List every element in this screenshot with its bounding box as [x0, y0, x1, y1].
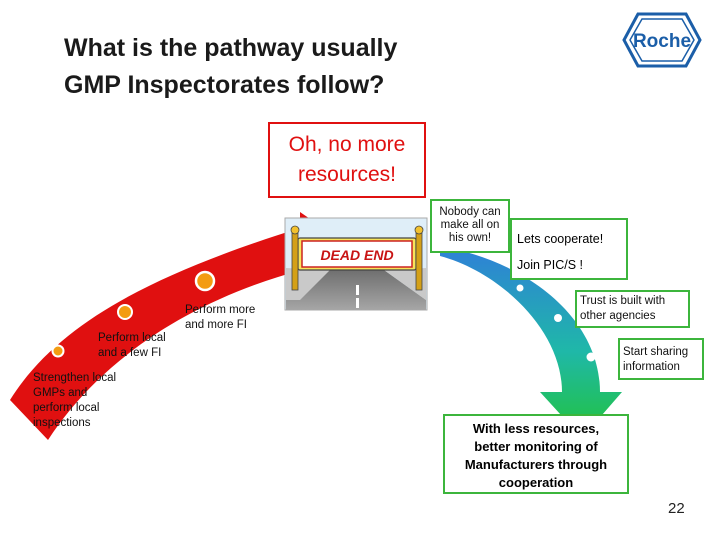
path-dot [554, 314, 562, 322]
milestone-dot [51, 344, 65, 358]
title-line-2: GMP Inspectorates follow? [64, 71, 385, 99]
step-perform-local-line: Perform local [98, 332, 166, 344]
step-strengthen-line: Strengthen local [33, 372, 117, 384]
step-perform-local-line: and a few FI [98, 347, 162, 359]
step-perform-more-line: Perform more [185, 304, 256, 316]
nobody-can-box: Nobody can make all on his own! [430, 199, 510, 253]
red-path-arrow [10, 212, 355, 440]
path-dot [586, 352, 596, 362]
callout-line-2: resources! [297, 163, 397, 186]
nobody-line: make all on [440, 219, 500, 231]
step-strengthen-line: perform local [33, 402, 100, 414]
green-path-dots [516, 284, 596, 362]
nobody-line: Nobody can [439, 206, 501, 218]
page-number: 22 [668, 500, 685, 517]
dead-end-picture: DEAD END [284, 217, 428, 311]
step-perform-local: Perform local and a few FI [98, 331, 188, 361]
sharing-line: Start sharing [623, 346, 689, 358]
result-line: Manufacturers through [464, 457, 608, 472]
result-box: With less resources, better monitoring o… [443, 414, 629, 494]
path-dot [516, 284, 524, 292]
roche-logo: Roche [622, 12, 702, 68]
result-line: cooperation [498, 475, 574, 490]
slide-title: What is the pathway usually GMP Inspecto… [64, 30, 504, 104]
step-strengthen-line: GMPs and [33, 387, 88, 399]
trust-line: Trust is built with [580, 295, 666, 307]
join-pics-text: Join PIC/S ! [517, 258, 583, 272]
step-perform-more: Perform more and more FI [185, 303, 275, 333]
dead-end-sign-text: DEAD END [320, 247, 393, 263]
cooperate-box: Lets cooperate! Join PIC/S ! [510, 218, 628, 280]
result-line: better monitoring of [474, 439, 598, 454]
trust-line: other agencies [580, 310, 656, 322]
logo-text: Roche [633, 31, 691, 52]
callout-line-1: Oh, no more [288, 133, 406, 156]
milestone-dot [194, 270, 216, 292]
nobody-line: his own! [448, 232, 492, 244]
cooperate-text: Lets cooperate! [517, 232, 604, 246]
callout-box: Oh, no more resources! [268, 122, 426, 198]
step-strengthen-line: inspections [33, 417, 91, 429]
title-line-1: What is the pathway usually [64, 34, 398, 62]
sharing-box: Start sharing information [618, 338, 704, 380]
step-strengthen-local: Strengthen local GMPs and perform local … [33, 371, 143, 431]
result-line: With less resources, [472, 421, 600, 436]
red-path-dots [51, 270, 216, 358]
trust-box: Trust is built with other agencies [575, 290, 690, 328]
sharing-line: information [623, 361, 680, 373]
milestone-dot [117, 304, 133, 320]
step-perform-more-line: and more FI [185, 319, 247, 331]
green-path-arrow [440, 246, 622, 438]
